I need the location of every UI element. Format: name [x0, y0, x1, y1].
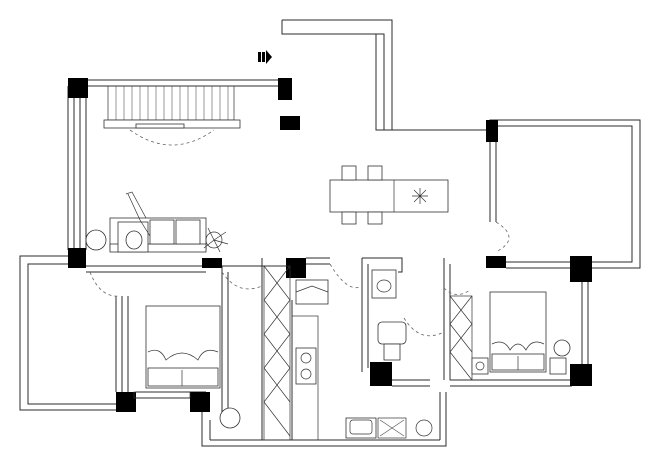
plant-icon — [203, 227, 229, 253]
sink-icon — [345, 417, 377, 439]
double-bed — [145, 305, 221, 389]
double-bed-right — [489, 291, 547, 373]
armchair — [117, 191, 151, 253]
flower-vase-icon — [412, 188, 428, 204]
kitchen — [263, 265, 433, 441]
stove-icon — [295, 347, 317, 385]
side-table-left — [219, 407, 241, 429]
fridge — [295, 279, 329, 305]
side-table — [85, 229, 107, 251]
kitchen-counter — [291, 315, 319, 441]
side-table-right — [553, 339, 571, 357]
dining-area — [329, 165, 510, 289]
storage-cabinet — [263, 265, 291, 441]
wardrobe-right — [449, 295, 473, 381]
toilet-icon — [377, 321, 407, 361]
bedroom-right — [449, 291, 571, 381]
bathroom — [371, 269, 471, 361]
washbasin-icon — [371, 269, 397, 299]
dining-chairs — [341, 165, 383, 225]
exterior-walls — [19, 19, 641, 447]
structural-columns — [68, 78, 592, 412]
living-room — [85, 85, 263, 297]
nightstand-right — [549, 357, 567, 375]
bedroom-left — [133, 305, 241, 429]
arrow-right-icon — [258, 50, 272, 64]
dining-table — [329, 179, 449, 213]
staircase-hatch — [107, 85, 235, 121]
nightstand-left — [471, 357, 489, 375]
